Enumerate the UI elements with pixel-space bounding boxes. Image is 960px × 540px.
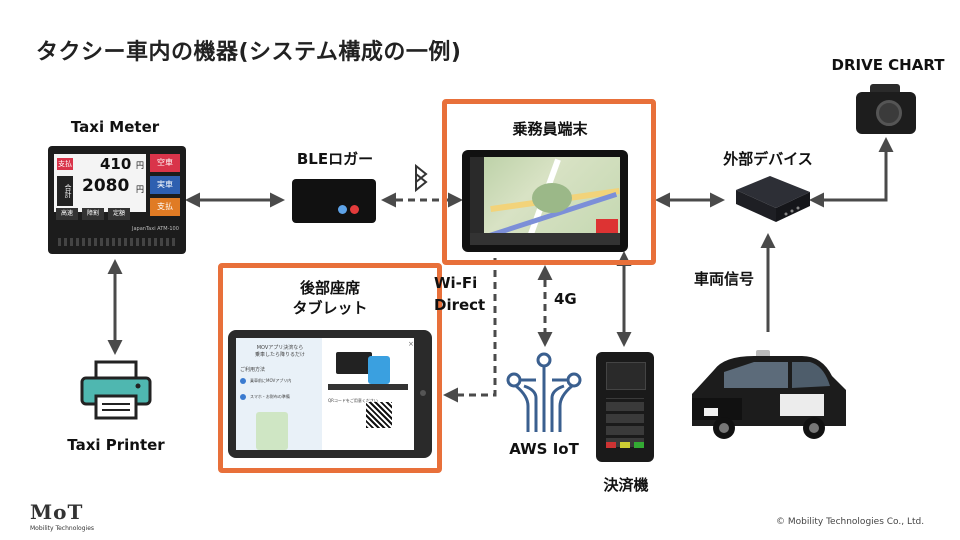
tablet-screen: MOVアプリ決済なら 乗車したら降りるだけ ご利用方法 乗車前にMOVアプリ内 … — [236, 338, 414, 450]
tablet-head-1: MOVアプリ決済なら — [256, 345, 304, 351]
meter-btn-hire: 実車 — [150, 176, 180, 194]
meter-status-total: 合計 — [57, 176, 73, 206]
aws-iot-icon — [502, 350, 588, 434]
taxi-printer-label: Taxi Printer — [67, 436, 165, 454]
meter-btn-pay: 支払 — [150, 198, 180, 216]
meter-btn-empty: 空車 — [150, 154, 180, 172]
wifi-direct-line2: Direct — [434, 296, 486, 314]
external-device — [726, 172, 812, 224]
meter-model: JapanTaxi ATM-100 — [132, 226, 179, 232]
aws-iot-label: AWS IoT — [509, 440, 579, 458]
meter-status-pay: 支払 — [57, 158, 73, 170]
rear-tablet-label-line2: タブレット — [292, 299, 368, 317]
rear-tablet-device: MOVアプリ決済なら 乗車したら降りるだけ ご利用方法 乗車前にMOVアプリ内 … — [228, 330, 432, 458]
taxi-printer-icon — [78, 360, 154, 422]
ble-logger-device — [292, 179, 376, 223]
meter-fare-1: 410 — [100, 155, 132, 173]
taxi-car-image — [684, 346, 854, 442]
taxi-meter-label: Taxi Meter — [70, 118, 160, 136]
page-title: タクシー車内の機器(システム構成の一例) — [36, 40, 462, 65]
meter-btn-bottom-2: 障割 — [82, 208, 104, 220]
meter-unit-1: 円 — [136, 161, 144, 170]
mot-logo-sub: Mobility Technologies — [30, 525, 95, 532]
ble-led-red — [350, 205, 359, 214]
rear-tablet-label: 後部座席 タブレット — [270, 278, 390, 318]
copyright: © Mobility Technologies Co., Ltd. — [776, 517, 925, 527]
rear-tablet-label-line1: 後部座席 — [299, 279, 360, 297]
mot-logo: MoT — [30, 500, 84, 524]
payment-terminal-device — [596, 352, 654, 462]
driver-terminal-device — [462, 150, 628, 252]
meter-unit-2: 円 — [136, 185, 144, 194]
drive-chart-camera-icon — [856, 84, 916, 134]
taxi-meter-device: 支払 合計 410 円 2080 円 空車 実車 支払 高速 障割 定額 Jap… — [48, 146, 186, 254]
tablet-camera-icon — [420, 390, 426, 396]
tablet-qr-code — [366, 402, 392, 428]
meter-vents — [58, 238, 176, 246]
arrow-terminal-tablet — [443, 258, 497, 403]
tablet-step-2: スマホ・お財布の準備 — [250, 394, 290, 399]
tablet-sub: ご利用方法 — [240, 367, 266, 373]
close-icon: × — [408, 340, 414, 348]
meter-btn-bottom-3: 定額 — [108, 208, 130, 220]
network-4g-label: 4G — [554, 290, 577, 308]
terminal-map-screen — [470, 157, 620, 245]
external-device-label: 外部デバイス — [723, 150, 813, 168]
ble-logger-label: BLEロガー — [296, 150, 374, 168]
arrow-external-drivechart — [809, 137, 894, 208]
driver-terminal-frame — [442, 99, 656, 265]
driver-terminal-label: 乗務員端末 — [512, 120, 588, 138]
rear-tablet-frame — [218, 263, 442, 473]
meter-fare-2: 2080 — [82, 176, 130, 196]
drive-chart-label: DRIVE CHART — [831, 56, 945, 74]
wifi-direct-label: Wi-Fi Direct — [434, 272, 494, 316]
ble-led-blue — [338, 205, 347, 214]
tablet-step-1: 乗車前にMOVアプリ内 — [250, 378, 292, 383]
vehicle-signal-label: 車両信号 — [693, 270, 754, 288]
meter-screen: 支払 合計 410 円 2080 円 — [54, 154, 146, 212]
tablet-head-2: 乗車したら降りるだけ — [254, 352, 305, 358]
tablet-qr-caption: QRコードをご用意ください — [328, 398, 378, 403]
payment-label: 決済機 — [603, 476, 649, 494]
wifi-direct-line1: Wi-Fi — [434, 274, 478, 292]
meter-btn-bottom-1: 高速 — [56, 208, 78, 220]
